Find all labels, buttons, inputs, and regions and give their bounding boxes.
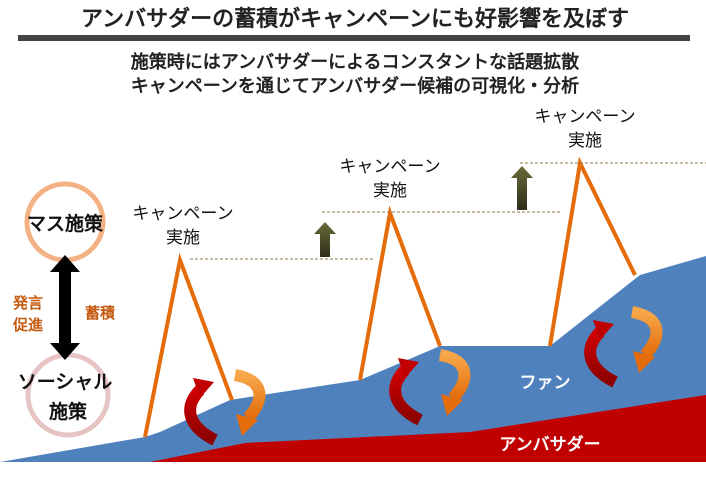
- double-arrow-icon: [50, 255, 80, 360]
- social-label-2: 施策: [49, 400, 88, 423]
- cycle-arrows: [184, 306, 663, 446]
- promote-label-1: 発言: [12, 294, 43, 312]
- campaign-label: 実施: [166, 228, 200, 248]
- promote-label-2: 促進: [12, 316, 44, 334]
- social-circle: [25, 352, 111, 438]
- social-label-1: ソーシャル: [18, 371, 113, 393]
- ambassador-label: アンバサダー: [499, 434, 600, 455]
- fan-label: ファン: [520, 373, 571, 393]
- campaign-label: キャンペーン: [339, 157, 440, 177]
- level-lines: [190, 162, 706, 260]
- campaign-label: キャンペーン: [534, 107, 635, 127]
- mass-label: マス施策: [27, 212, 104, 235]
- title-divider: [18, 35, 690, 41]
- fan-area: [0, 256, 706, 462]
- up-arrow-icon: [314, 222, 336, 257]
- subtitle-line-2: キャンペーンを通じてアンバサダー候補の可視化・分析: [131, 75, 579, 97]
- up-arrow-icon: [511, 166, 533, 210]
- campaign-label: 実施: [568, 131, 602, 151]
- page-title: アンバサダーの蓄積がキャンペーンにも好影響を及ぼす: [81, 6, 629, 32]
- subtitle-line-1: 施策時にはアンバサダーによるコンスタントな話題拡散: [131, 51, 580, 73]
- ambassador-area: [150, 395, 706, 462]
- campaign-label: 実施: [373, 181, 407, 201]
- accumulate-label: 蓄積: [85, 304, 116, 322]
- campaign-label: キャンペーン: [132, 204, 233, 224]
